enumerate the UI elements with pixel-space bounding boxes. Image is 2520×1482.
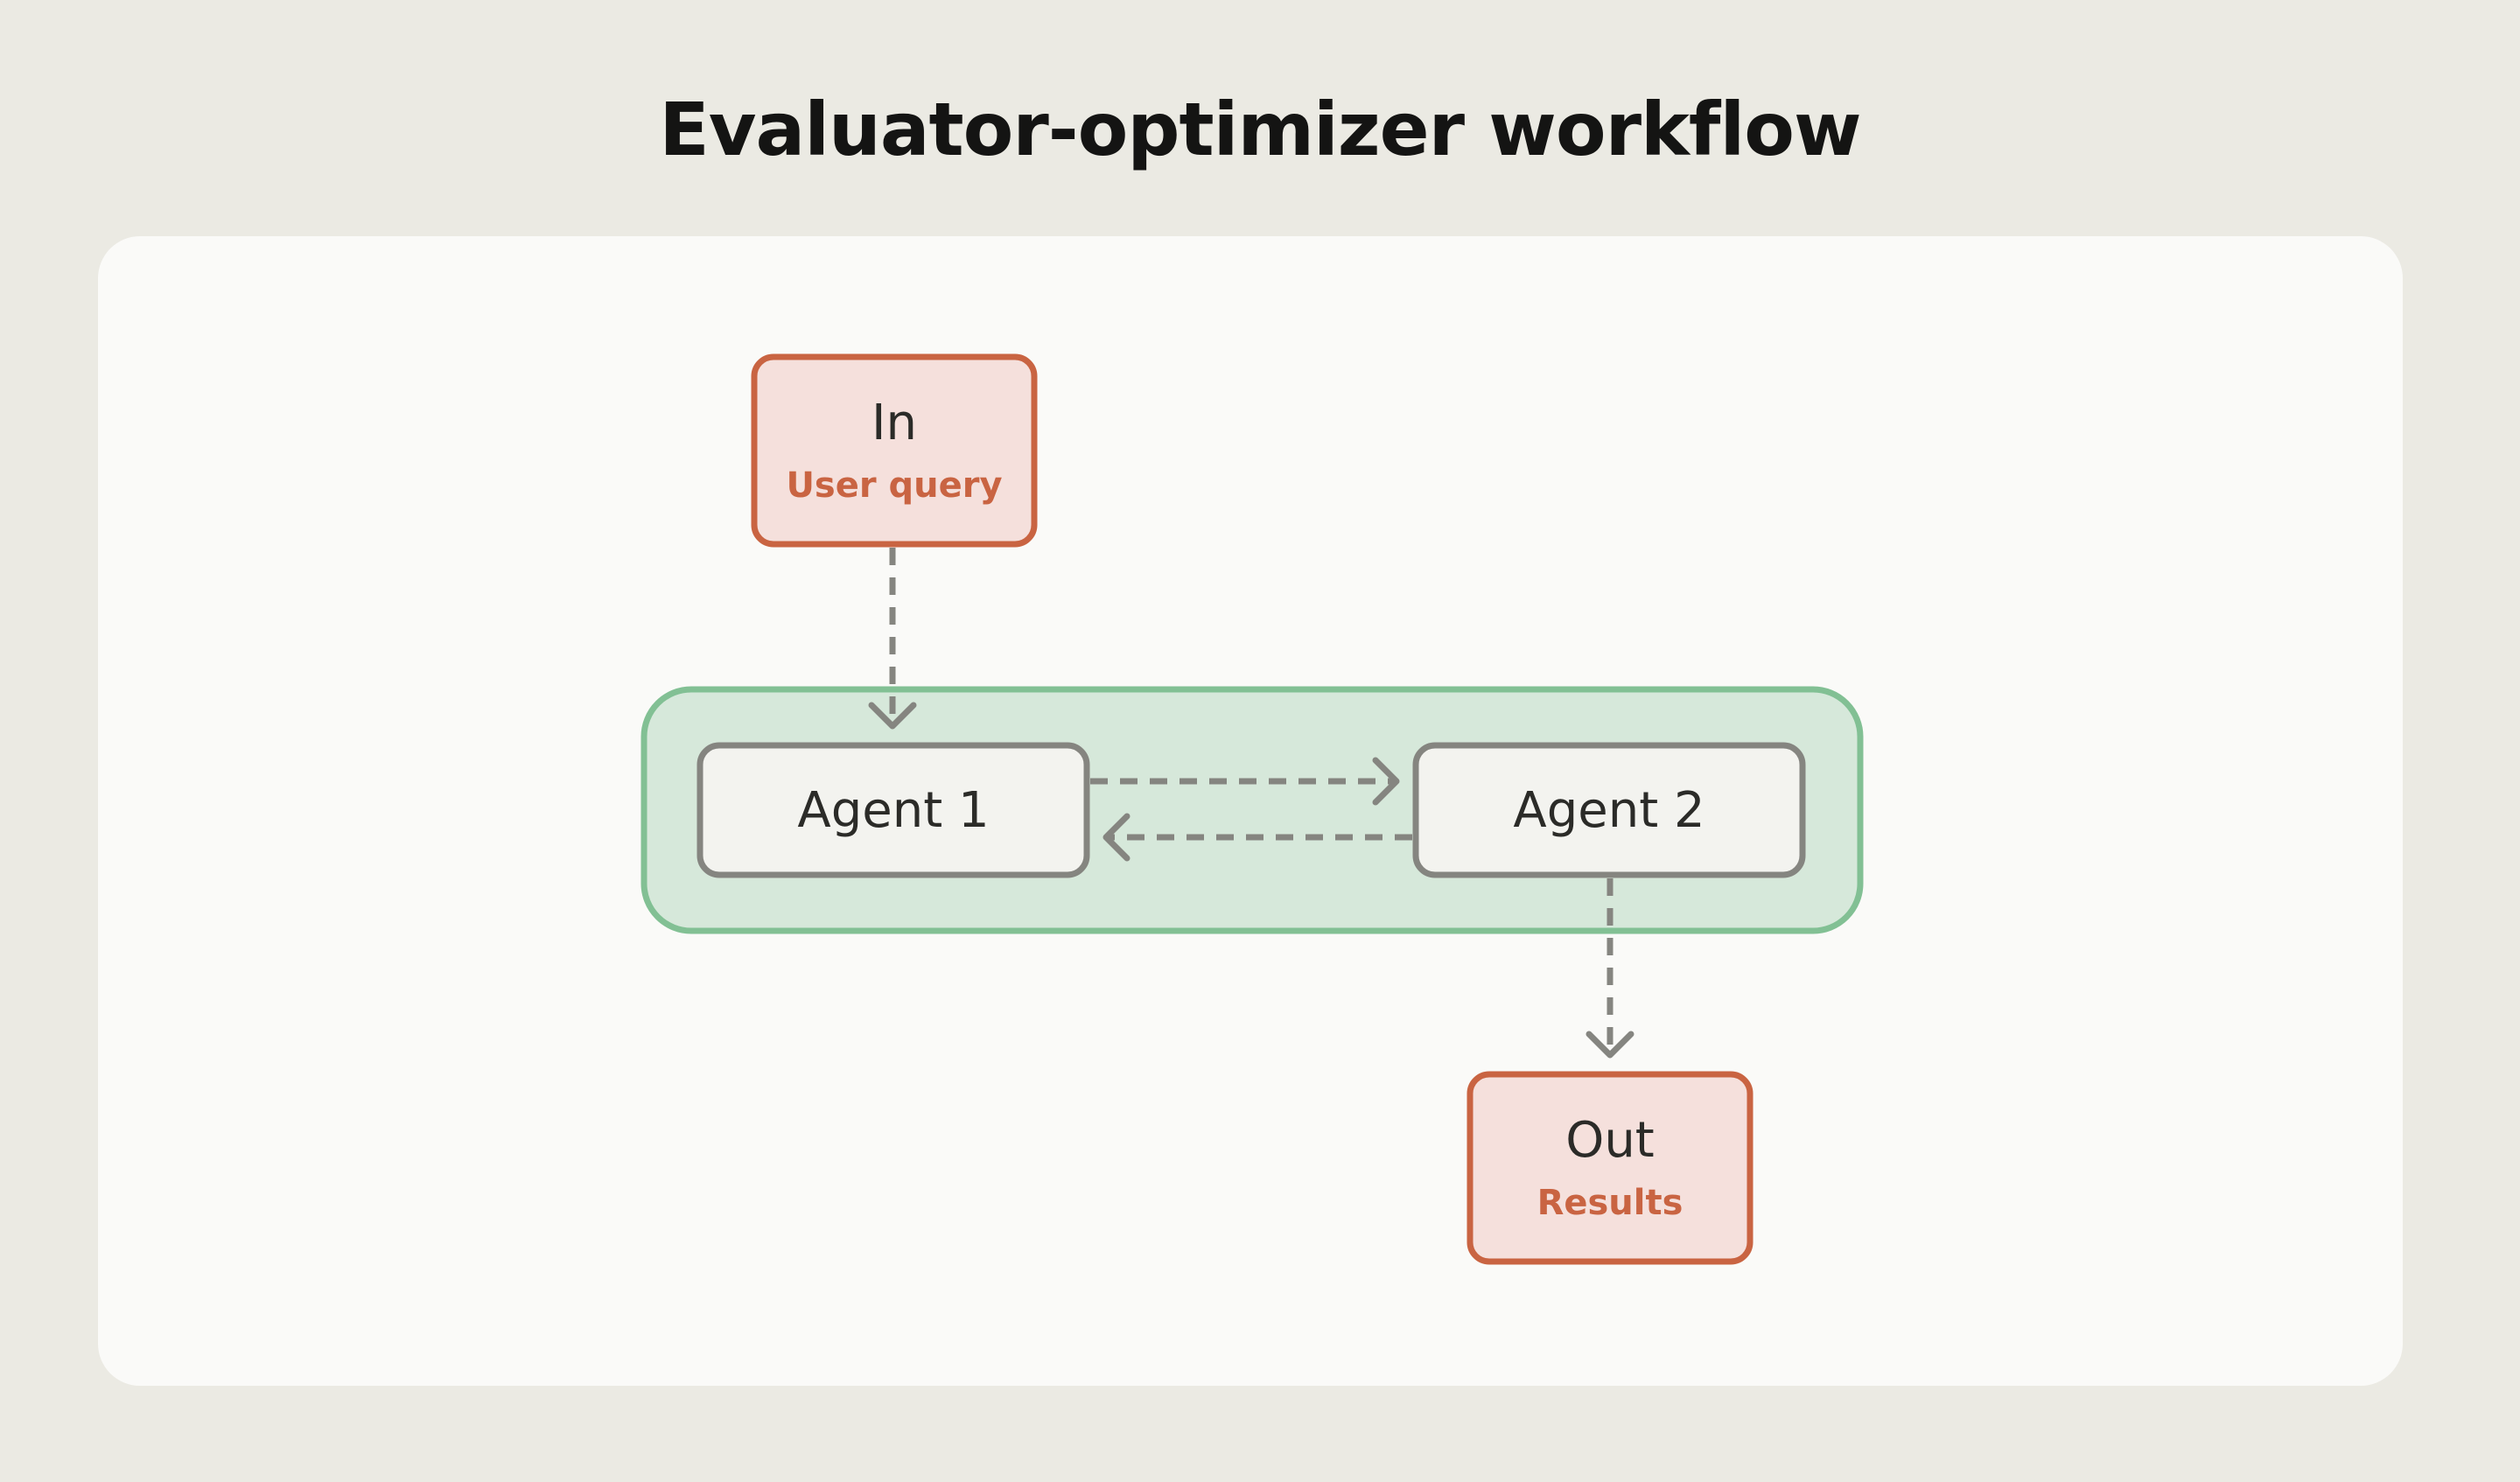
- agent-2-label: Agent 2: [1513, 782, 1704, 839]
- output-node-sublabel: Results: [1537, 1183, 1684, 1223]
- edge-agent-2-to-agent-1: [1102, 813, 1412, 862]
- input-node-label: In: [872, 395, 917, 451]
- arrowhead-left-icon: [1102, 813, 1130, 862]
- arrowhead-down-icon: [868, 702, 917, 730]
- agent-1-label: Agent 1: [797, 782, 989, 839]
- arrowhead-right-icon: [1372, 757, 1400, 806]
- output-node-label: Out: [1565, 1112, 1655, 1169]
- edge-input-to-agent-1: [868, 548, 917, 730]
- input-node: In User query: [751, 353, 1038, 548]
- input-node-sublabel: User query: [786, 465, 1002, 506]
- agent-1-node: Agent 1: [696, 742, 1090, 878]
- page-title: Evaluator-optimizer workflow: [659, 87, 1861, 172]
- agent-2-node: Agent 2: [1412, 742, 1806, 878]
- arrowhead-down-icon: [1586, 1031, 1634, 1059]
- edge-agent-1-to-agent-2: [1090, 757, 1400, 806]
- edge-agent-2-to-output: [1586, 878, 1634, 1059]
- output-node: Out Results: [1466, 1071, 1754, 1265]
